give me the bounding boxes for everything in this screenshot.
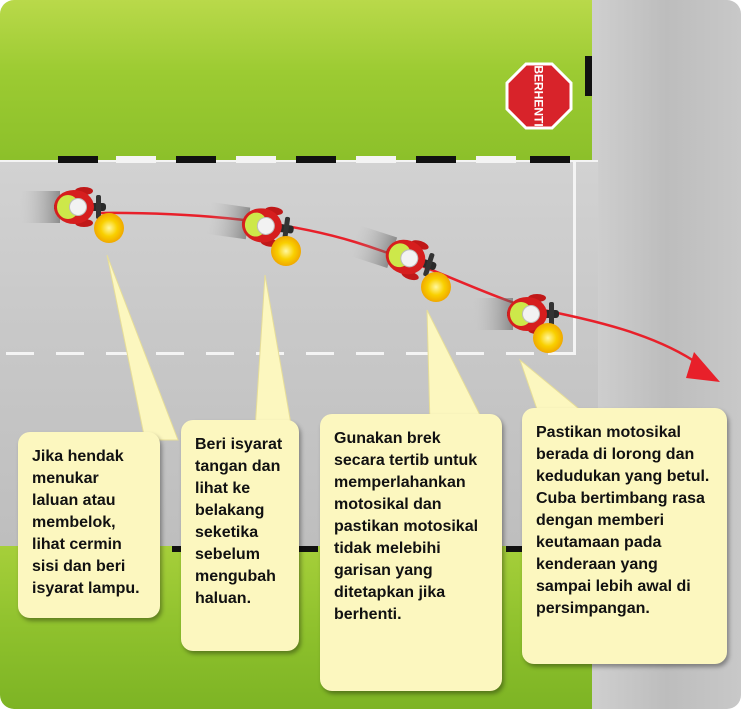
caption-text-3: Gunakan brek secara tertib untuk memperl… bbox=[334, 430, 479, 623]
caption-text-1: Jika hendak menukar laluan atau membelok… bbox=[32, 448, 140, 597]
path-arrow-icon bbox=[99, 211, 701, 367]
caption-text-2: Beri isyarat tangan dan lihat ke belakan… bbox=[195, 436, 283, 607]
grass-top bbox=[0, 0, 598, 160]
indicator-light-icon bbox=[271, 236, 301, 266]
indicator-light-icon bbox=[533, 323, 563, 353]
motorcyclist-icon bbox=[19, 186, 107, 228]
caption-bubble-1: Jika hendak menukar laluan atau membelok… bbox=[18, 432, 160, 618]
curb-line-bottom bbox=[548, 352, 576, 355]
callout-pointers bbox=[106, 254, 592, 441]
stop-sign-icon bbox=[505, 62, 573, 130]
stop-sign-label: BERHENTI bbox=[532, 65, 546, 127]
stop-sign-label-wrap: BERHENTI bbox=[507, 64, 571, 128]
arrowhead-icon bbox=[686, 352, 720, 382]
indicator-light-icon bbox=[94, 213, 124, 243]
top-road-markings bbox=[58, 156, 570, 163]
caption-bubble-4: Pastikan motosikal berada di lorong dan … bbox=[522, 408, 727, 664]
caption-text-4: Pastikan motosikal berada di lorong dan … bbox=[536, 424, 710, 617]
caption-bubble-3: Gunakan brek secara tertib untuk memperl… bbox=[320, 414, 502, 691]
curb-line-right bbox=[573, 160, 576, 355]
indicator-light-icon bbox=[421, 272, 451, 302]
caption-bubble-2: Beri isyarat tangan dan lihat ke belakan… bbox=[181, 420, 299, 651]
